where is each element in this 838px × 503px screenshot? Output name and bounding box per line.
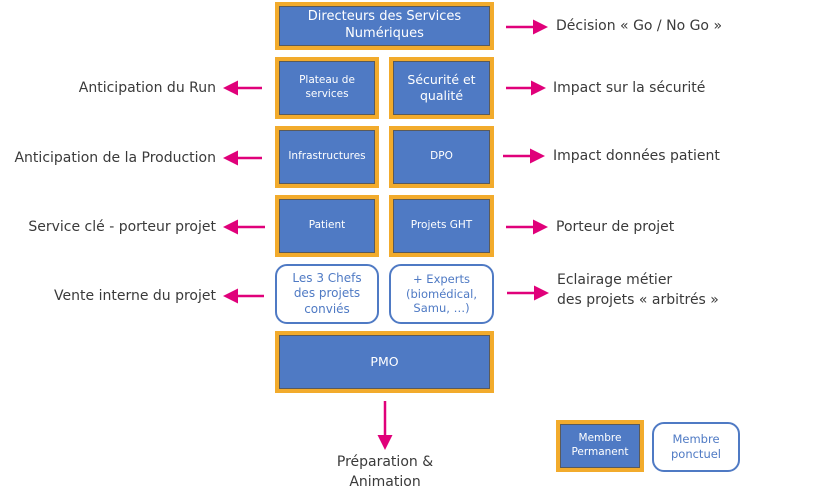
securite-label: Sécurité et qualité	[407, 71, 476, 103]
projets-ght-box: Projets GHT	[389, 195, 494, 257]
label-eclairage-metier: Eclairage métier des projets « arbitrés …	[557, 270, 719, 311]
legend-membre-ponctuel: Membre ponctuel	[652, 422, 740, 472]
label-eclairage-line2: des projets « arbitrés »	[557, 292, 719, 309]
label-preparation-line2: Animation	[349, 474, 421, 491]
label-impact-securite: Impact sur la sécurité	[553, 80, 706, 96]
patient-label: Patient	[308, 219, 346, 232]
label-decision: Décision « Go / No Go »	[556, 18, 723, 34]
label-service-cle: Service clé - porteur projet	[28, 219, 216, 235]
label-anticipation-production: Anticipation de la Production	[14, 150, 216, 166]
dsn-box: Directeurs des Services Numériques	[275, 2, 494, 50]
label-preparation-line1: Préparation &	[336, 454, 434, 470]
label-eclairage-line1: Eclairage métier	[557, 272, 673, 288]
experts-box: + Experts (biomédical, Samu, …)	[389, 264, 494, 324]
pmo-box: PMO	[275, 331, 494, 393]
dpo-box: DPO	[389, 126, 494, 188]
chefs-box: Les 3 Chefs des projets conviés	[275, 264, 379, 324]
infrastructures-label: Infrastructures	[288, 150, 366, 163]
label-preparation-animation: Préparation & Animation	[315, 452, 455, 493]
label-anticipation-run: Anticipation du Run	[78, 80, 216, 96]
label-porteur-projet: Porteur de projet	[556, 219, 675, 235]
chefs-label: Les 3 Chefs des projets conviés	[292, 270, 362, 316]
securite-box: Sécurité et qualité	[389, 57, 494, 119]
infrastructures-box: Infrastructures	[275, 126, 379, 188]
legend-permanent-label: Membre Permanent	[571, 432, 629, 458]
pmo-label: PMO	[370, 353, 399, 369]
patient-box: Patient	[275, 195, 379, 257]
label-impact-donnees: Impact données patient	[553, 148, 720, 164]
dsn-label: Directeurs des Services Numériques	[307, 9, 462, 41]
legend-membre-permanent: Membre Permanent	[556, 420, 644, 472]
dpo-label: DPO	[430, 150, 453, 163]
projets-ght-label: Projets GHT	[410, 219, 473, 232]
legend-ponctuel-label: Membre ponctuel	[670, 432, 721, 461]
experts-label: + Experts (biomédical, Samu, …)	[405, 271, 477, 316]
plateau-label: Plateau de services	[299, 74, 355, 100]
label-vente-interne: Vente interne du projet	[54, 288, 216, 304]
plateau-box: Plateau de services	[275, 57, 379, 119]
